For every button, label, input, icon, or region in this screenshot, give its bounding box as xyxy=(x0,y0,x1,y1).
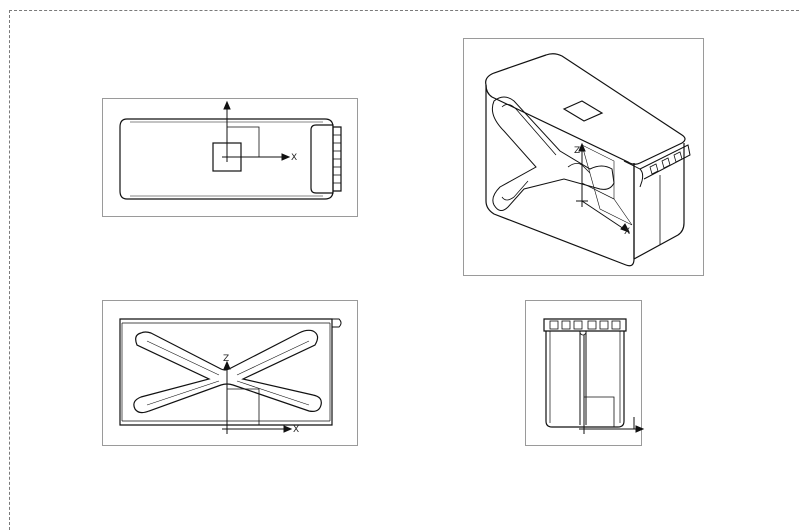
iso-top-face xyxy=(485,53,686,165)
iso-x-recess-outer xyxy=(491,96,615,211)
axis-x-label: X xyxy=(291,153,297,163)
side-view-drawing xyxy=(543,318,645,434)
iso-vent-pad xyxy=(562,100,604,122)
terminal-cap xyxy=(310,124,334,194)
iso-axis-x-label: X xyxy=(624,227,630,237)
side-body-outline xyxy=(545,331,625,428)
front-axis-x-label: X xyxy=(293,425,299,435)
drawing-sheet-border xyxy=(9,10,800,530)
iso-right-face xyxy=(633,143,685,260)
top-view-drawing: X xyxy=(119,100,342,200)
front-body-outline xyxy=(119,318,333,426)
iso-axis-z-label: Z xyxy=(574,146,580,156)
view-isometric[interactable]: Z X xyxy=(463,38,704,276)
iso-front-face xyxy=(485,85,635,267)
front-axis-z-label: Z xyxy=(223,354,229,364)
side-terminal-cap xyxy=(543,318,627,332)
battery-outline xyxy=(119,118,334,200)
view-front[interactable]: Z X xyxy=(102,300,358,446)
view-top[interactable]: X xyxy=(102,98,358,217)
view-side[interactable] xyxy=(525,300,645,446)
front-view-drawing: Z X xyxy=(119,318,342,435)
isometric-view-drawing: Z X xyxy=(485,53,691,267)
